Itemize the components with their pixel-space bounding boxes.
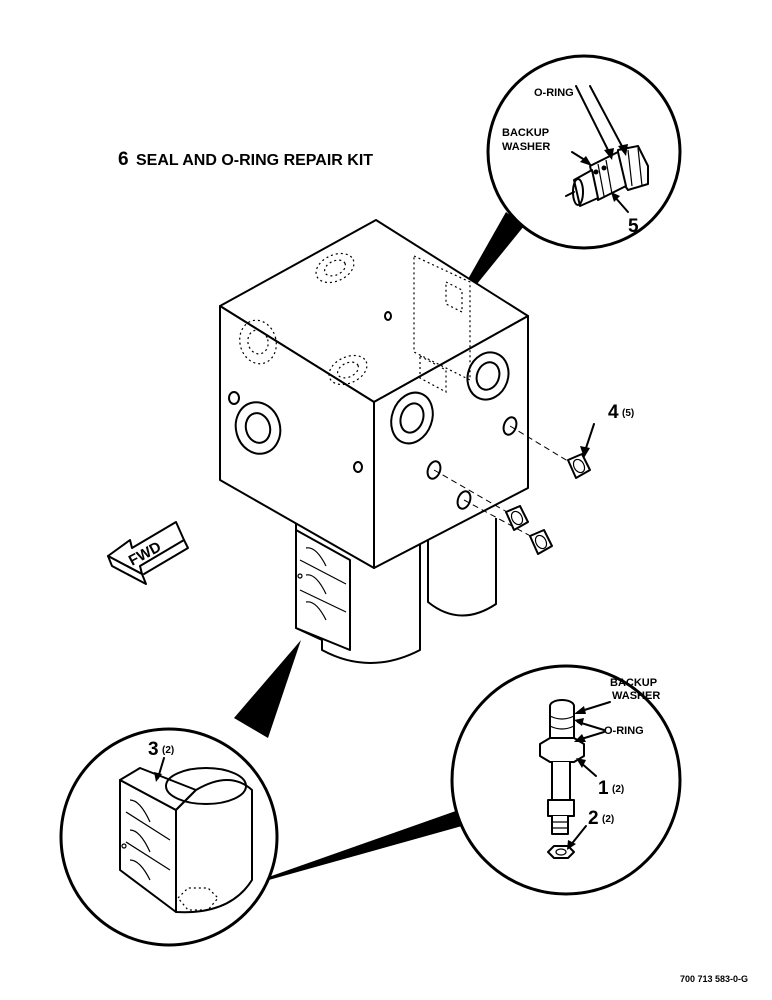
kit-number: 6: [118, 149, 129, 170]
valve-block: [219, 219, 529, 664]
right-item2-qty: (2): [602, 814, 614, 825]
top-o-ring-label: O-RING: [534, 87, 574, 99]
fwd-arrow: [107, 521, 189, 585]
right-o-ring-label: O-RING: [604, 725, 644, 737]
plug-c: [529, 529, 553, 555]
detail-top: [486, 54, 682, 250]
right-backup-label-2: WASHER: [612, 690, 660, 702]
right-item2-number: 2: [588, 808, 599, 829]
plug-qty: (5): [622, 408, 634, 419]
cartridge-valve: [565, 145, 649, 207]
top-backup-label-1: BACKUP: [502, 127, 549, 139]
pointer-left-detail: [234, 640, 301, 738]
left-item-qty: (2): [162, 745, 174, 756]
left-item-number: 3: [148, 739, 159, 760]
drawing-code: 700 713 583-0-G: [680, 974, 748, 984]
detail-right: [450, 664, 682, 896]
plug-b: [505, 505, 529, 531]
coil-housing: [295, 529, 351, 651]
solenoid-coil: [119, 757, 253, 914]
right-item1-qty: (2): [612, 784, 624, 795]
plug-item-number: 4: [608, 402, 619, 423]
pointer-right-detail: [226, 806, 470, 892]
top-backup-label-2: WASHER: [502, 141, 550, 153]
top-item-number: 5: [628, 216, 639, 237]
cartridge-stem: [539, 699, 585, 835]
kit-title: SEAL AND O-RING REPAIR KIT: [136, 152, 373, 169]
right-backup-label-1: BACKUP: [610, 677, 657, 689]
detail-left: [59, 727, 279, 947]
plug-group: [433, 423, 595, 555]
right-item1-number: 1: [598, 778, 609, 799]
plug-a: [567, 453, 591, 479]
